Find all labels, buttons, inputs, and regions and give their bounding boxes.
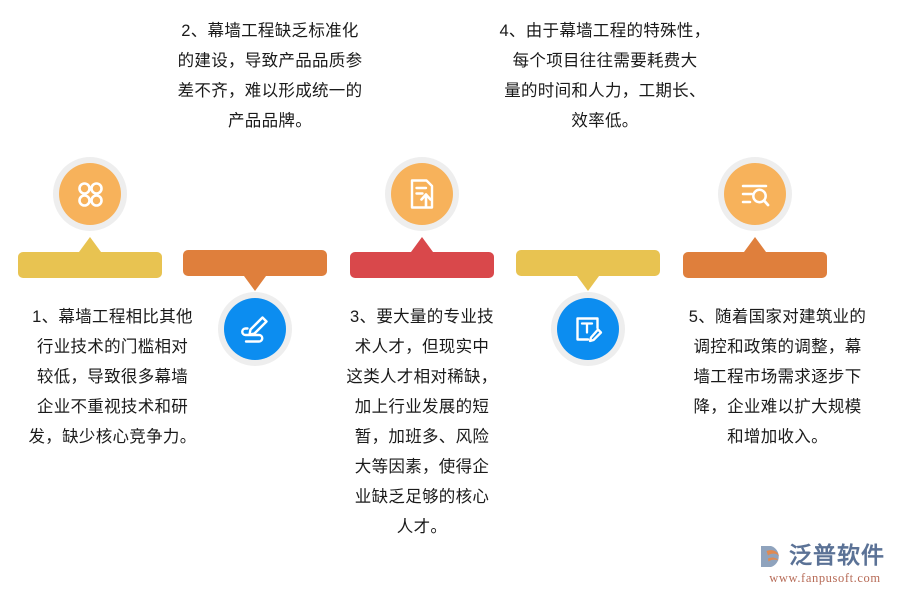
- bar-3-pointer: [411, 237, 433, 252]
- item-3-text: 3、要大量的专业技 术人才，但现实中 这类人才相对稀缺， 加上行业发展的短 暂，…: [346, 308, 498, 536]
- brand-logo: 泛普软件 www.fanpusoft.com: [757, 540, 893, 588]
- bar-3: [350, 237, 494, 278]
- bar-4: [516, 250, 660, 291]
- bar-5: [683, 237, 827, 278]
- logo-url: www.fanpusoft.com: [769, 571, 881, 585]
- pen-edit-icon: [237, 311, 273, 347]
- bar-1-pointer: [79, 237, 101, 252]
- item-2-text: 2、幕墙工程缺乏标准化 的建设，导致产品品质参 差不齐，难以形成统一的 产品品牌…: [177, 22, 363, 130]
- fanpu-logo-mark: [757, 540, 787, 570]
- icon-bubble-4[interactable]: [551, 292, 625, 366]
- icon-bubble-1[interactable]: [53, 157, 127, 231]
- text-edit-icon: [571, 312, 605, 346]
- icon-bubble-5[interactable]: [718, 157, 792, 231]
- bar-1: [18, 237, 162, 278]
- document-upload-icon: [405, 176, 439, 212]
- bar-5-pointer: [744, 237, 766, 252]
- logo-wordmark: 泛普软件: [789, 542, 885, 568]
- item-1-text: 1、幕墙工程相比其他 行业技术的门槛相对 较低，导致很多幕墙 企业不重视技术和研…: [28, 308, 197, 446]
- icon-bubble-3[interactable]: [385, 157, 459, 231]
- bar-2: [183, 250, 327, 291]
- bar-4-pointer: [577, 276, 599, 291]
- list-search-icon: [737, 177, 773, 211]
- icon-bubble-2[interactable]: [218, 292, 292, 366]
- four-dots-grid-icon: [73, 177, 107, 211]
- item-4-text: 4、由于幕墙工程的特殊性， 每个项目往往需要耗费大 量的时间和人力，工期长、 效…: [499, 22, 711, 130]
- bar-2-pointer: [244, 276, 266, 291]
- item-5-text: 5、随着国家对建筑业的 调控和政策的调整，幕 墙工程市场需求逐步下 降，企业难以…: [688, 308, 867, 446]
